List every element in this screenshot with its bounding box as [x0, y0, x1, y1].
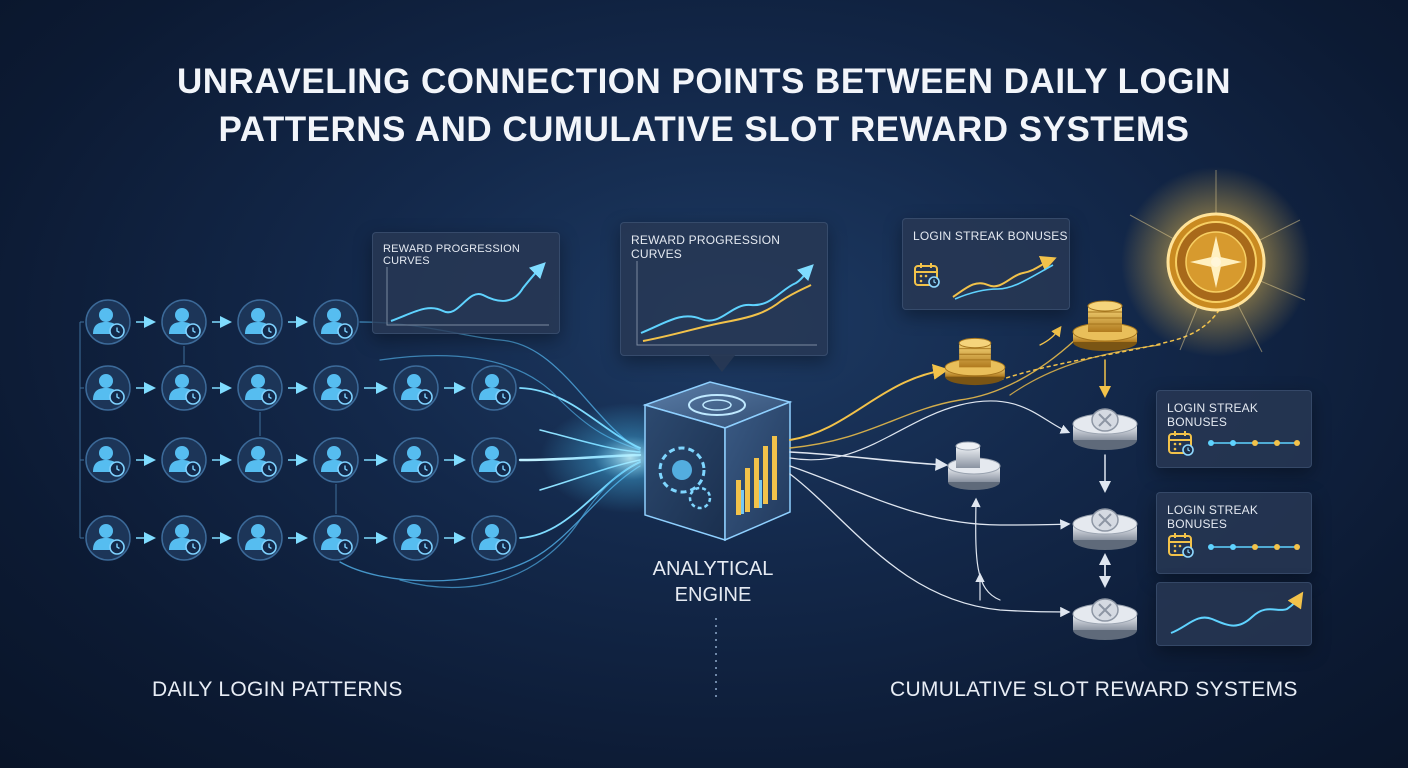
silver-coin-stack-icon	[947, 441, 1001, 490]
page-title: UNRAVELING CONNECTION POINTS BETWEEN DAI…	[0, 58, 1408, 154]
user-clock-icon	[471, 437, 517, 483]
user-clock-icon	[161, 437, 207, 483]
streak-chart	[914, 256, 1057, 300]
user-clock-icon	[313, 365, 359, 411]
analytical-engine-label: ANALYTICAL ENGINE	[613, 556, 813, 608]
panel-title: REWARD PROGRESSION CURVES	[383, 243, 521, 267]
user-clock-icon	[85, 365, 131, 411]
user-clock-icon	[237, 515, 283, 561]
user-clock-icon	[85, 515, 131, 561]
reward-curve-panel-center: REWARD PROGRESSION CURVES	[620, 222, 828, 356]
login-streak-panel-middle: LOGIN STREAK BONUSES	[1156, 390, 1312, 468]
silver-coin-icon	[1072, 598, 1138, 641]
user-clock-icon	[393, 365, 439, 411]
user-clock-icon	[237, 437, 283, 483]
login-sequence-arrows	[136, 316, 466, 544]
reward-curve-chart	[386, 262, 549, 326]
login-streak-panel-top: LOGIN STREAK BONUSES	[902, 218, 1070, 310]
analytics-cube-icon	[642, 381, 793, 542]
user-clock-icon	[393, 437, 439, 483]
title-line-2: PATTERNS AND CUMULATIVE SLOT REWARD SYST…	[218, 110, 1190, 149]
user-clock-icon	[237, 299, 283, 345]
user-clock-icon	[237, 365, 283, 411]
silver-coin-icon	[1072, 508, 1138, 551]
daily-login-user-grid	[85, 299, 517, 561]
user-clock-icon	[313, 299, 359, 345]
engine-label-line-1: ANALYTICAL	[652, 558, 774, 580]
gold-coin-stack-icon	[1072, 300, 1138, 352]
calendar-icon	[914, 262, 940, 288]
engine-label-line-2: ENGINE	[674, 584, 752, 606]
user-clock-icon	[313, 437, 359, 483]
streak-chart	[1168, 532, 1300, 558]
panel-title: LOGIN STREAK BONUSES	[913, 229, 1068, 243]
panel-title: REWARD PROGRESSION CURVES	[631, 233, 781, 261]
title-line-1: UNRAVELING CONNECTION POINTS BETWEEN DAI…	[177, 62, 1231, 101]
flow-out-of-engine	[789, 299, 1226, 618]
gold-coin-stack-icon	[944, 337, 1006, 386]
panel-title: LOGIN STREAK BONUSES	[1167, 401, 1259, 429]
calendar-icon	[1168, 430, 1194, 456]
reward-curve-chart	[636, 261, 817, 346]
grid-connector-lines	[79, 321, 337, 539]
user-clock-icon	[313, 515, 359, 561]
user-clock-icon	[161, 515, 207, 561]
user-clock-icon	[85, 437, 131, 483]
panel-title: LOGIN STREAK BONUSES	[1167, 503, 1259, 531]
reward-curve-panel-bottom	[1156, 582, 1312, 646]
login-streak-panel-lower: LOGIN STREAK BONUSES	[1156, 492, 1312, 574]
user-clock-icon	[85, 299, 131, 345]
calendar-icon	[1168, 532, 1194, 558]
cumulative-slot-reward-systems-label: CUMULATIVE SLOT REWARD SYSTEMS	[890, 678, 1298, 701]
daily-login-patterns-label: DAILY LOGIN PATTERNS	[152, 678, 403, 701]
user-clock-icon	[393, 515, 439, 561]
reward-curve-chart	[1170, 591, 1304, 634]
streak-chart	[1168, 430, 1300, 456]
user-clock-icon	[471, 365, 517, 411]
golden-jackpot-wheel-icon	[1121, 167, 1311, 357]
user-clock-icon	[471, 515, 517, 561]
silver-coin-icon	[1072, 408, 1138, 451]
user-clock-icon	[161, 299, 207, 345]
user-clock-icon	[161, 365, 207, 411]
reward-curve-panel-left: REWARD PROGRESSION CURVES	[372, 232, 560, 334]
